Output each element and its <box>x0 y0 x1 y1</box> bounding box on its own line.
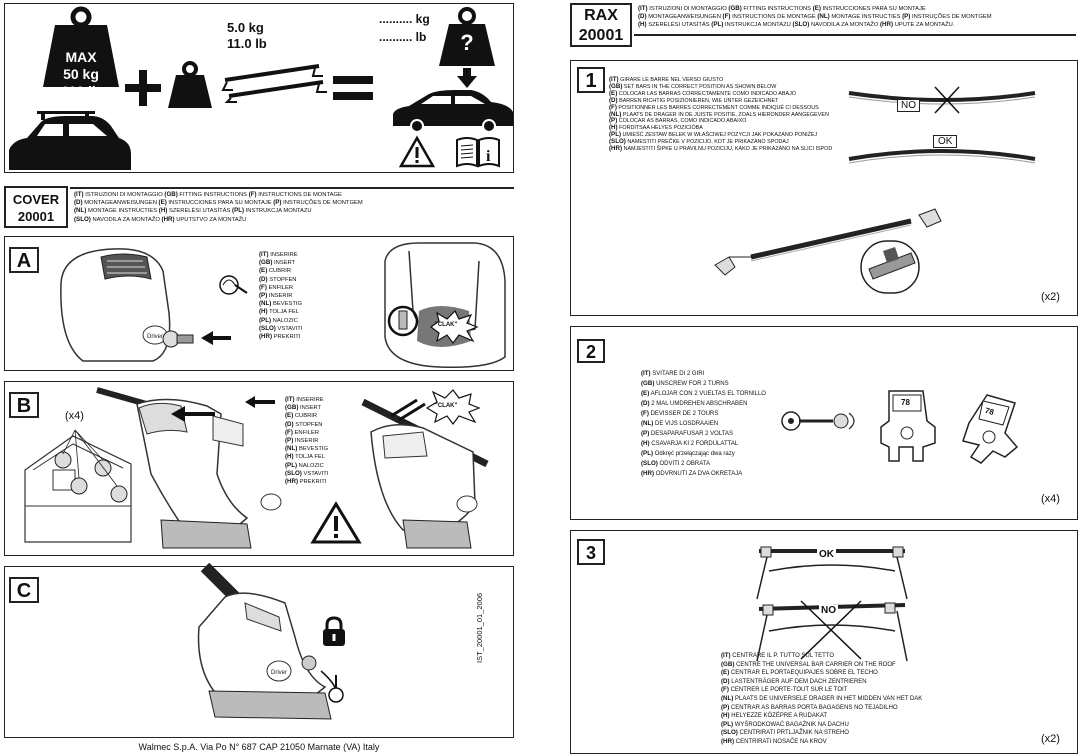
rax-instructions: (IT) ISTRUZIONI DI MONTAGGIO (GB) FITTIN… <box>638 5 992 29</box>
panel-b-label: B <box>9 392 39 418</box>
roof-bars-icon <box>221 64 327 103</box>
step-1-text: (IT) GIRARE LE BARRE NEL VERSO GIUSTO (G… <box>609 76 833 153</box>
step-1-panel: 1 (IT) GIRARE LE BARRE NEL VERSO GIUSTO … <box>570 60 1078 316</box>
arrow-left-icon-b1 <box>171 406 215 422</box>
clak-burst-icon-b <box>425 389 481 425</box>
manual-info-icon: i <box>456 137 500 168</box>
document-id: IST_20001_01_2006 <box>475 592 484 663</box>
clamp-drawing-1 <box>880 390 936 462</box>
cover-instructions: (IT) ISTRUZIONI DI MONTAGGIO (GB) FITTIN… <box>74 191 363 223</box>
step-1-ok: OK <box>938 136 953 147</box>
step-2-count: (x4) <box>1041 493 1060 505</box>
step-1-no-box: NO <box>897 99 920 112</box>
step-1-ok-box: OK <box>933 135 958 148</box>
max-label: MAX <box>65 49 97 65</box>
rax-code: 20001 <box>578 27 624 44</box>
lock-icon <box>323 616 345 646</box>
cover-label-box: COVER 20001 <box>4 186 68 228</box>
bar-foot-click-drawing <box>361 398 489 549</box>
panel-b: B (x4) (IT) INSERIRE (GB) INSERT (E) CUB… <box>4 381 514 556</box>
step-3-label: 3 <box>577 539 605 565</box>
plus-icon <box>125 70 161 106</box>
foot-cover-drawing: Driver <box>60 248 194 362</box>
max-kg: 50 kg <box>63 66 99 82</box>
step-3-ok: OK <box>817 549 836 560</box>
clak-burst-icon <box>430 309 479 344</box>
svg-text:Driver: Driver <box>271 670 287 676</box>
load-kg: .......... kg <box>379 12 430 26</box>
step-1-count: (x2) <box>1041 291 1060 303</box>
cover-title: COVER <box>12 192 60 207</box>
arrow-down-icon <box>457 68 477 88</box>
step-2-label: 2 <box>577 339 605 363</box>
warning-icon-b <box>310 501 362 544</box>
panel-b-clak: "CLAK" <box>435 403 458 409</box>
key-icon <box>219 275 248 295</box>
load-lb: .......... lb <box>379 30 427 44</box>
arrow-left-icon <box>201 331 231 345</box>
footer-company: Walmec S.p.A. Via Po N° 687 CAP 21050 Ma… <box>138 742 380 752</box>
arrows-right-icon <box>390 398 426 422</box>
bar-weight-lb: 11.0 lb <box>227 36 267 51</box>
clamp-drawing-2 <box>962 394 1019 464</box>
step-3-text: (IT) CENTRARE IL P. TUTTO SUL TETTO (GB)… <box>721 652 923 745</box>
svg-text:i: i <box>486 148 491 165</box>
bar-assembly-drawing <box>714 208 942 294</box>
step-2-tag-1: 78 <box>901 398 910 407</box>
rax-label-box: RAX 20001 <box>570 3 632 47</box>
foot-lock-drawing: Driver <box>197 562 338 720</box>
panel-a: A Driver (IT) INSERIRE (GB) INSERT (E) C… <box>4 236 514 371</box>
panel-b-text: (IT) INSERIRE (GB) INSERT (E) CUBRIR (D)… <box>285 396 329 486</box>
cover-code: 20001 <box>17 209 55 224</box>
panel-c-label: C <box>9 577 39 603</box>
step-2-panel: 2 (IT) SVITARE DI 2 GIRI (GB) UNSCREW FO… <box>570 326 1078 520</box>
panel-a-label: A <box>9 247 39 273</box>
step-3-no: NO <box>819 605 838 616</box>
max-lb: 110 lb <box>61 83 101 99</box>
step-2-text: (IT) SVITARE DI 2 GIRI (GB) UNSCREW FOR … <box>641 370 766 477</box>
foot-interior-drawing <box>384 242 506 369</box>
question-mark: ? <box>460 30 474 55</box>
key-icon-c <box>328 675 344 703</box>
bar-foot-drawing <box>96 387 282 549</box>
step-3-panel: 3 OK NO (IT) CENTRARE IL P. TUTTO SUL TE… <box>570 530 1078 754</box>
car-with-bars-icon <box>9 111 131 170</box>
cover-rule <box>70 187 514 189</box>
bar-weight-kg: 5.0 kg <box>227 20 264 35</box>
warning-icon <box>398 135 436 168</box>
svg-text:Driver: Driver <box>147 334 163 340</box>
panel-a-text: (IT) INSERIRE (GB) INSERT (E) CUBRIR (D)… <box>259 251 303 341</box>
step-1-label: 1 <box>577 67 605 93</box>
equals-icon <box>333 76 373 100</box>
screw-drawing <box>781 411 855 431</box>
question-weight-icon <box>439 7 495 66</box>
sedan-car-icon <box>393 90 513 133</box>
car-roof-detail-drawing <box>24 429 132 543</box>
step-3-count: (x2) <box>1041 733 1060 745</box>
step-1-no: NO <box>901 100 916 111</box>
bar-correct-drawing <box>848 149 1036 164</box>
weight-icon <box>168 61 212 108</box>
arrow-left-icon-b2 <box>245 396 275 408</box>
rax-title: RAX <box>584 7 618 24</box>
header-panel: MAX 50 kg 110 lb 5.0 kg 11.0 lb ........… <box>4 3 514 173</box>
panel-b-count: (x4) <box>65 410 84 422</box>
max-weight-icon <box>43 6 119 87</box>
bar-wrong-drawing <box>848 86 1036 114</box>
rax-rule <box>634 34 1076 36</box>
panel-a-clak: "CLAK" <box>435 322 458 328</box>
panel-c: C Driver IST_20001_01_2006 <box>4 562 514 738</box>
